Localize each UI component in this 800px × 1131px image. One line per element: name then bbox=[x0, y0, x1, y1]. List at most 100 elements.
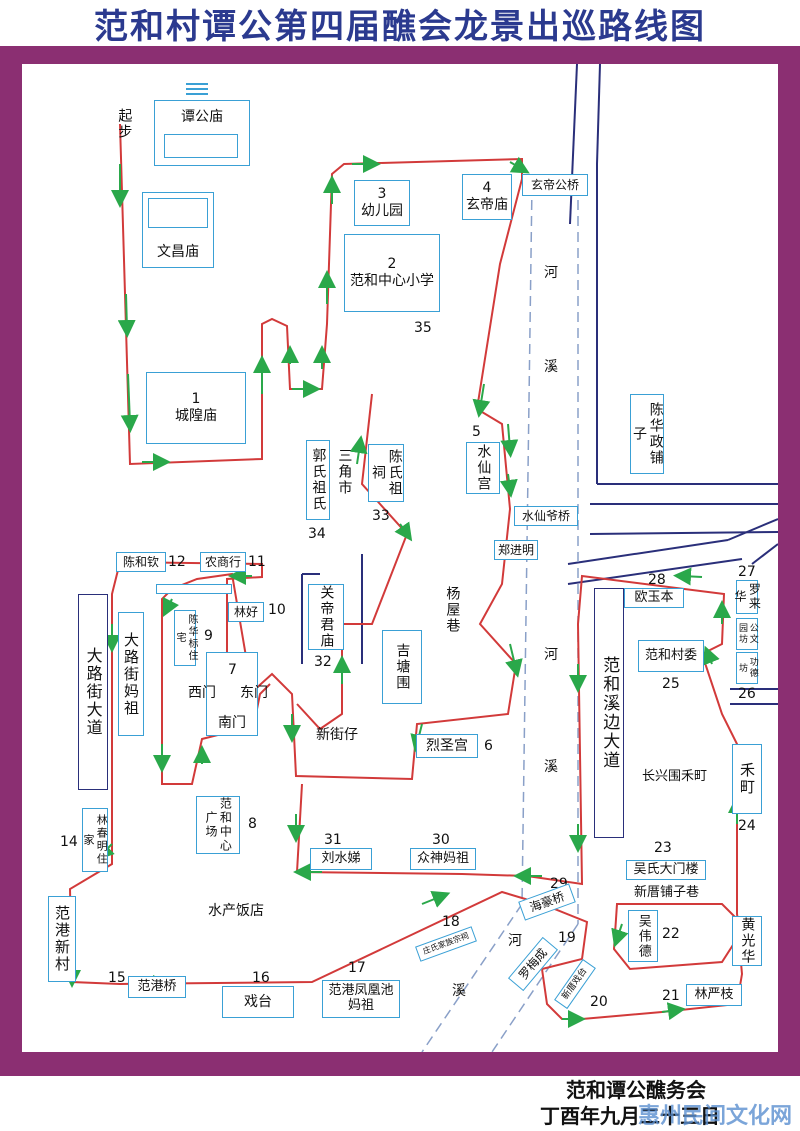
street-strip bbox=[156, 584, 232, 594]
map-title: 范和村谭公第四届醮会龙景出巡路线图 bbox=[94, 6, 706, 47]
place-kindergarten: 3 幼儿园 bbox=[354, 180, 410, 226]
footer-date: 丁酉年九月二十三日 bbox=[540, 1104, 720, 1128]
south-gate-label: 南门 bbox=[218, 715, 246, 731]
num-15: 15 bbox=[108, 970, 126, 986]
num-20: 20 bbox=[590, 994, 608, 1010]
num-5: 5 bbox=[472, 424, 481, 440]
num-34: 34 bbox=[308, 526, 326, 542]
place-fangang-new-village: 范港新村 bbox=[48, 896, 76, 982]
num-6: 6 bbox=[484, 738, 493, 754]
river-he-1: 河 bbox=[544, 265, 558, 281]
place-school-label: 范和中心小学 bbox=[350, 273, 434, 289]
num-9: 9 bbox=[204, 628, 213, 644]
place-wenchang-label: 文昌庙 bbox=[157, 244, 199, 261]
watermark: 惠州民间文化网 bbox=[637, 1104, 792, 1129]
sanjiao-market-label: 三角市 bbox=[336, 448, 353, 496]
place-fenghuangchi-mazu: 范港凤凰池妈祖 bbox=[322, 980, 400, 1018]
place-guoshi: 郭氏祖氏 bbox=[306, 440, 330, 520]
place-dalujie-avenue: 大路街大道 bbox=[78, 594, 108, 790]
place-xuandi-temple: 4 玄帝庙 bbox=[462, 174, 512, 220]
num-30: 30 bbox=[432, 832, 450, 848]
num-26: 26 bbox=[738, 686, 756, 702]
place-shuixianye-bridge: 水仙爷桥 bbox=[514, 506, 578, 526]
place-huangguanghua: 黄光华 bbox=[732, 916, 762, 966]
num-14: 14 bbox=[60, 834, 78, 850]
place-village-committee: 范和村委 bbox=[638, 640, 704, 672]
place-dalujie-mazu: 大路街妈祖 bbox=[118, 612, 144, 736]
route-map: 起步 谭公庙 文昌庙 1 城隍庙 3 幼儿园 2 范和中心小学 35 4 玄帝庙… bbox=[22, 64, 778, 1052]
num-22: 22 bbox=[662, 926, 680, 942]
place-wushi-gate-tower: 吴氏大门楼 bbox=[626, 860, 706, 880]
place-fanhe-riverside-avenue: 范和溪边大道 bbox=[594, 588, 624, 838]
place-gongwen-yuan: 公文园坊 bbox=[736, 618, 758, 650]
num-4: 4 bbox=[482, 180, 492, 197]
place-linchunming-residence: 林春明住家 bbox=[82, 808, 108, 872]
east-gate-label: 东门 bbox=[240, 685, 268, 701]
place-chenshi-ancestral-hall: 陈氏祖祠 bbox=[368, 444, 404, 502]
wenchang-inner bbox=[148, 198, 208, 228]
place-central-square: 范和中心广场 bbox=[196, 796, 240, 854]
place-fangang-bridge: 范港桥 bbox=[128, 976, 186, 998]
place-guandi-temple: 关帝君庙 bbox=[308, 584, 344, 650]
num-23: 23 bbox=[654, 840, 672, 856]
num-19: 19 bbox=[558, 930, 576, 946]
num-1: 1 bbox=[191, 391, 201, 408]
place-tangong-label: 谭公庙 bbox=[181, 109, 223, 125]
num-33: 33 bbox=[372, 508, 390, 524]
num-25: 25 bbox=[662, 676, 680, 692]
num-21: 21 bbox=[662, 988, 680, 1004]
num-16: 16 bbox=[252, 970, 270, 986]
place-gongde-fang: 功德坊 bbox=[736, 652, 758, 684]
place-city-gate bbox=[206, 652, 258, 736]
shuichan-restaurant-label: 水产饭店 bbox=[208, 903, 264, 919]
place-nongshanghang: 农商行 bbox=[200, 552, 246, 572]
street-lines bbox=[301, 64, 778, 705]
place-chenghuang-label: 城隍庙 bbox=[175, 408, 217, 424]
num-31: 31 bbox=[324, 832, 342, 848]
place-shuixian-palace: 水仙宫 bbox=[466, 442, 500, 494]
place-opera-stage: 戏台 bbox=[222, 986, 294, 1018]
place-chenghuang-temple: 1 城隍庙 bbox=[146, 372, 246, 444]
place-wuweide: 吴伟德 bbox=[628, 910, 658, 962]
place-zhongshen-mazu: 众神妈祖 bbox=[410, 848, 476, 870]
num-11: 11 bbox=[248, 554, 266, 570]
num-7: 7 bbox=[228, 662, 237, 678]
place-jitang-wei: 吉塘围 bbox=[382, 630, 422, 704]
place-kindergarten-label: 幼儿园 bbox=[361, 203, 403, 219]
start-label: 起步 bbox=[116, 108, 133, 140]
num-3: 3 bbox=[377, 186, 387, 203]
place-xuandi-label: 玄帝庙 bbox=[466, 197, 508, 213]
west-gate-label: 西门 bbox=[188, 685, 216, 701]
river-xi-3: 溪 bbox=[452, 983, 466, 999]
num-27: 27 bbox=[738, 564, 756, 580]
tangong-inner bbox=[164, 134, 238, 158]
num-8: 8 bbox=[248, 816, 257, 832]
river-xi-2: 溪 bbox=[544, 759, 558, 775]
river-he-2: 河 bbox=[544, 647, 558, 663]
footer-organizer: 范和谭公醮务会 bbox=[566, 1078, 706, 1102]
num-28: 28 bbox=[648, 572, 666, 588]
place-linyanzhi: 林严枝 bbox=[686, 984, 742, 1006]
place-primary-school: 2 范和中心小学 bbox=[344, 234, 440, 312]
num-2: 2 bbox=[387, 256, 397, 273]
num-17: 17 bbox=[348, 960, 366, 976]
direction-arrows bbox=[63, 155, 751, 1028]
place-chenheqin: 陈和钦 bbox=[116, 552, 166, 572]
num-10: 10 bbox=[268, 602, 286, 618]
num-32: 32 bbox=[314, 654, 332, 670]
num-12: 12 bbox=[168, 554, 186, 570]
place-ouyuben: 欧玉本 bbox=[624, 588, 684, 608]
river-he-3: 河 bbox=[508, 933, 522, 949]
num-24: 24 bbox=[738, 818, 756, 834]
num-35: 35 bbox=[414, 320, 432, 336]
place-xuandi-bridge: 玄帝公桥 bbox=[522, 174, 588, 196]
place-chenhuazheng-shop: 陈华政铺子 bbox=[630, 394, 664, 474]
yangwu-lane-label: 杨屋巷 bbox=[444, 586, 461, 634]
place-hezhai: 禾町 bbox=[732, 744, 762, 814]
num-18: 18 bbox=[442, 914, 460, 930]
xinjiezai-label: 新街仔 bbox=[316, 727, 358, 743]
changxing-label: 长兴围禾町 bbox=[642, 769, 708, 784]
place-luolaihua: 罗来华 bbox=[733, 580, 761, 614]
river-xi-1: 溪 bbox=[544, 359, 558, 375]
place-liesheng-palace: 烈圣宫 bbox=[416, 734, 478, 758]
